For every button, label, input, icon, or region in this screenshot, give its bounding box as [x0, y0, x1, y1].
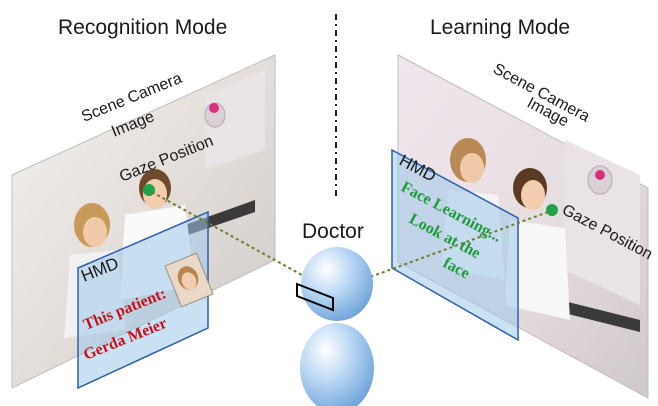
left-sight-line — [151, 191, 321, 286]
left-gaze-dot — [143, 184, 155, 196]
doctor-head — [301, 247, 373, 321]
title-recognition-mode: Recognition Mode — [58, 16, 227, 39]
doctor-hmd-glasses — [296, 282, 334, 312]
doctor-label: Doctor — [302, 220, 364, 243]
left-hmd-overlay — [77, 210, 214, 390]
title-learning-mode: Learning Mode — [430, 16, 570, 39]
right-gaze-dot — [546, 204, 558, 216]
doctor-body — [300, 323, 374, 406]
